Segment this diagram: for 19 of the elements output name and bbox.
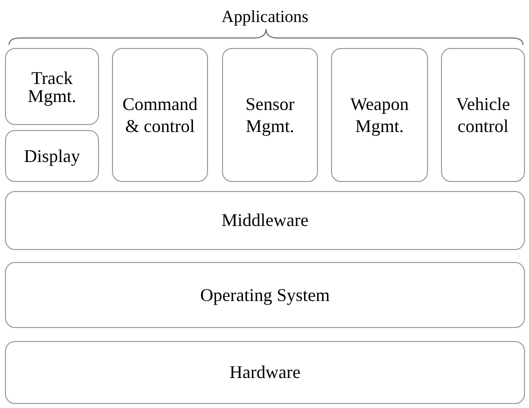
layer-box <box>5 341 525 404</box>
module-label: Display <box>23 144 81 168</box>
module-box <box>441 48 525 182</box>
group-label: Applications <box>220 6 310 28</box>
layer-box <box>5 191 525 250</box>
module-label: Sensor Mgmt. <box>244 92 296 138</box>
module-label: Weapon Mgmt. <box>349 92 410 138</box>
module-label: Vehicle control <box>455 92 511 138</box>
layer-label: Hardware <box>228 361 302 384</box>
module-label: Command & control <box>122 92 198 138</box>
layer-label: Operating System <box>199 284 331 307</box>
module-box <box>331 48 428 182</box>
layer-box <box>5 262 525 328</box>
module-box <box>112 48 208 182</box>
module-box <box>5 48 99 125</box>
layer-label: Middleware <box>220 209 310 232</box>
module-box <box>5 130 99 182</box>
module-label: Track Mgmt. <box>26 68 78 104</box>
module-box <box>222 48 318 182</box>
